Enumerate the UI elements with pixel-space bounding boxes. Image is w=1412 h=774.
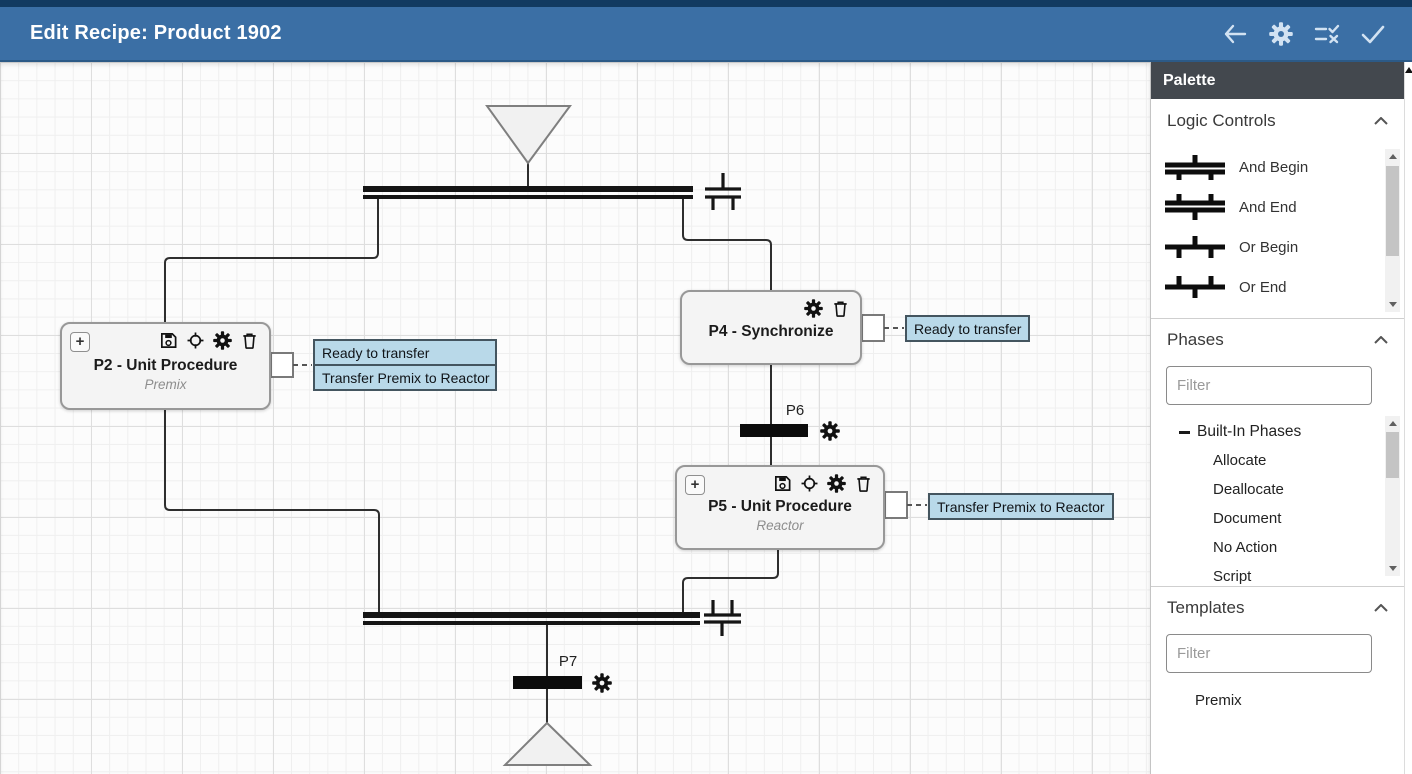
palette-item-label: And End [1239, 198, 1297, 216]
scroll-up-icon[interactable] [1405, 67, 1412, 73]
node-p5[interactable]: + P5 - Unit Procedure Reactor [675, 465, 885, 550]
start-terminal[interactable] [485, 105, 572, 165]
or-begin-icon [1165, 236, 1225, 258]
palette-item-label: Or Begin [1239, 238, 1299, 256]
window-scrollbar[interactable] [1404, 62, 1412, 774]
template-item-premix[interactable]: Premix [1195, 691, 1242, 709]
gear-icon[interactable] [804, 299, 823, 318]
signal-links [293, 327, 927, 506]
transition-p7-label: P7 [558, 653, 578, 670]
tree-group-built-in-phases[interactable]: Built-In Phases [1151, 418, 1404, 446]
templates-filter-input[interactable] [1166, 634, 1372, 673]
section-label: Logic Controls [1167, 111, 1276, 130]
and-begin-icon [1165, 155, 1225, 180]
node-p2[interactable]: + P2 - Unit Procedure Premix [60, 322, 271, 410]
phases-list: Built-In Phases Allocate Deallocate Docu… [1151, 414, 1404, 586]
palette-item-label: And Begin [1239, 158, 1309, 176]
section-templates-header[interactable]: Templates [1151, 587, 1404, 629]
node-subtitle: Premix [144, 377, 187, 392]
phases-filter-input[interactable] [1166, 366, 1372, 405]
phase-item-script[interactable]: Script [1213, 568, 1252, 585]
node-title: P4 - Synchronize [708, 323, 834, 340]
confirm-check-icon[interactable] [1360, 21, 1386, 47]
validate-list-icon[interactable] [1314, 21, 1340, 47]
signal-label[interactable]: Ready to transfer [905, 315, 1031, 342]
chevron-up-icon[interactable] [1374, 117, 1388, 125]
phases-scrollbar [1385, 416, 1400, 576]
gear-icon[interactable] [213, 331, 232, 350]
or-end-icon [1165, 276, 1225, 298]
node-p4[interactable]: P4 - Synchronize [680, 290, 862, 365]
end-terminal[interactable] [502, 721, 593, 766]
logic-controls-scrollbar [1385, 149, 1400, 312]
section-divider [1151, 586, 1404, 587]
transition-p6-bar[interactable] [740, 424, 808, 437]
logic-controls-list: And Begin And End Or Begin Or [1151, 143, 1404, 318]
connector-lines [164, 162, 779, 723]
signal-label[interactable]: Transfer Premix to Reactor [313, 364, 497, 391]
section-label: Templates [1167, 598, 1245, 617]
palette-item-or-begin[interactable]: Or Begin [1151, 227, 1404, 267]
recipe-canvas[interactable]: + P2 - Unit Procedure Premix P4 - Synchr… [0, 62, 1150, 774]
node-title: P5 - Unit Procedure [708, 498, 852, 515]
crosshair-icon[interactable] [800, 474, 819, 493]
section-phases-header[interactable]: Phases [1151, 319, 1404, 361]
palette-item-and-end[interactable]: And End [1151, 187, 1404, 227]
trash-icon[interactable] [240, 331, 259, 350]
phase-item-no-action[interactable]: No Action [1213, 539, 1278, 556]
trash-icon[interactable] [854, 474, 873, 493]
tree-group-label: Built-In Phases [1197, 423, 1302, 440]
scrollbar-thumb[interactable] [1386, 432, 1399, 478]
and-end-icon [1165, 194, 1225, 220]
section-label: Phases [1167, 330, 1224, 349]
back-icon[interactable] [1222, 21, 1248, 47]
and-begin-glyph-icon [705, 173, 741, 210]
phase-item-document[interactable]: Document [1213, 510, 1282, 527]
gear-icon[interactable] [820, 421, 840, 441]
phase-item-allocate[interactable]: Allocate [1213, 452, 1267, 469]
palette-title: Palette [1151, 62, 1404, 99]
p2-signal-stack: Ready to transfer Transfer Premix to Rea… [313, 339, 497, 391]
node-subtitle: Reactor [756, 518, 804, 533]
signal-label[interactable]: Transfer Premix to Reactor [928, 493, 1114, 520]
transition-p6-label: P6 [785, 402, 805, 419]
palette-panel: Palette Logic Controls And Begin And End [1150, 62, 1404, 774]
trash-icon[interactable] [831, 299, 850, 318]
scroll-down-icon[interactable] [1385, 297, 1400, 312]
save-icon[interactable] [773, 474, 792, 493]
signal-label[interactable]: Ready to transfer [313, 339, 497, 366]
settings-icon[interactable] [1268, 21, 1294, 47]
chevron-up-icon[interactable] [1374, 336, 1388, 344]
and-begin-bar[interactable] [363, 186, 693, 199]
palette-item-label: Or End [1239, 278, 1287, 296]
header-bar: Edit Recipe: Product 1902 [0, 7, 1412, 62]
p5-output-port[interactable] [884, 491, 908, 519]
scroll-up-icon[interactable] [1385, 149, 1400, 164]
section-divider [1151, 318, 1404, 319]
p2-output-port[interactable] [270, 352, 294, 378]
page-title: Edit Recipe: Product 1902 [30, 22, 282, 44]
window-top-strip [0, 0, 1412, 7]
collapse-minus-icon[interactable] [1179, 430, 1190, 434]
transition-p7-bar[interactable] [513, 676, 582, 689]
scroll-down-icon[interactable] [1385, 561, 1400, 576]
save-icon[interactable] [159, 331, 178, 350]
expand-button[interactable]: + [685, 475, 705, 495]
scrollbar-thumb[interactable] [1386, 166, 1399, 256]
chevron-up-icon[interactable] [1374, 604, 1388, 612]
palette-item-or-end[interactable]: Or End [1151, 267, 1404, 307]
p4-output-port[interactable] [861, 314, 885, 342]
crosshair-icon[interactable] [186, 331, 205, 350]
palette-item-and-begin[interactable]: And Begin [1151, 147, 1404, 187]
phase-item-deallocate[interactable]: Deallocate [1213, 481, 1284, 498]
gear-icon[interactable] [827, 474, 846, 493]
and-end-glyph-icon [704, 600, 741, 636]
scroll-up-icon[interactable] [1385, 416, 1400, 431]
section-logic-controls-header[interactable]: Logic Controls [1151, 99, 1404, 143]
gear-icon[interactable] [592, 673, 612, 693]
node-title: P2 - Unit Procedure [93, 357, 238, 374]
expand-button[interactable]: + [70, 332, 90, 352]
and-end-bar[interactable] [363, 612, 700, 625]
